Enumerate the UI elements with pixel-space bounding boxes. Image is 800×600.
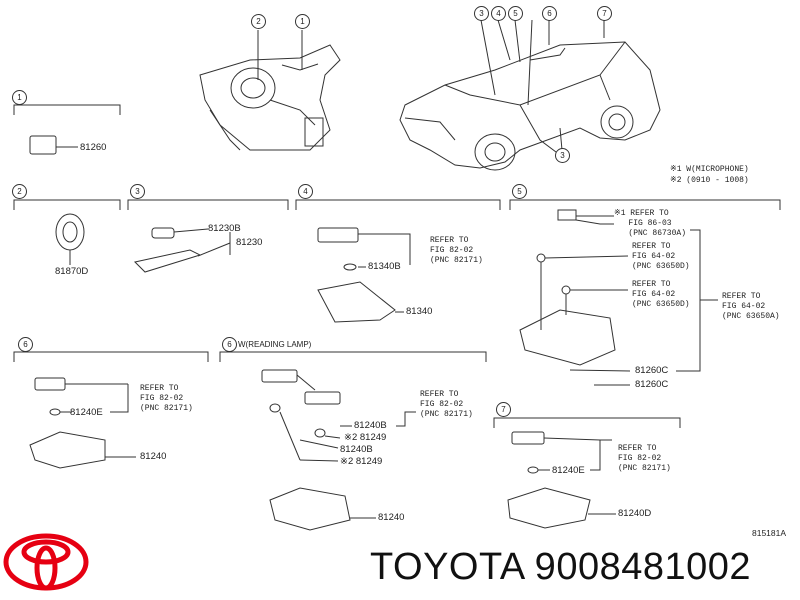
section-7-number: 7 bbox=[496, 402, 511, 417]
part-81240B-b: 81240B bbox=[340, 444, 373, 455]
section-6b-title: W(READING LAMP) bbox=[238, 340, 312, 349]
part-81230B: 81230B bbox=[208, 223, 241, 234]
refer-s5-4: REFER TO FIG 64-02 (PNC 63650A) bbox=[722, 292, 780, 321]
brand-part-number: TOYOTA 9008481002 bbox=[370, 546, 752, 588]
part-81240-s6a: 81240 bbox=[140, 451, 167, 462]
note-date-range: ※2 (0910 - 1008) bbox=[670, 176, 749, 185]
part-81260: 81260 bbox=[80, 142, 107, 153]
section-5-number: 5 bbox=[512, 184, 527, 199]
part-81230: 81230 bbox=[236, 237, 263, 248]
dashboard-illustration bbox=[200, 45, 340, 150]
part-81240D: 81240D bbox=[618, 508, 652, 519]
part-81240-s6b: 81240 bbox=[378, 512, 405, 523]
callout-7: 7 bbox=[597, 6, 612, 21]
refer-s5-3: REFER TO FIG 64-02 (PNC 63650D) bbox=[632, 280, 690, 309]
callout-3: 3 bbox=[474, 6, 489, 21]
refer-s5-2: REFER TO FIG 64-02 (PNC 63650D) bbox=[632, 242, 690, 271]
part-81260C-b: 81260C bbox=[635, 379, 669, 390]
refer-s6b: REFER TO FIG 82-02 (PNC 82171) bbox=[420, 390, 473, 419]
toyota-logo bbox=[6, 536, 86, 588]
refer-s5-1: ※1 REFER TO FIG 86-03 (PNC 86730A) bbox=[614, 209, 687, 238]
note-microphone: ※1 W(MICROPHONE) bbox=[670, 165, 749, 174]
refer-s4: REFER TO FIG 82-02 (PNC 82171) bbox=[430, 236, 483, 265]
callout-5: 5 bbox=[508, 6, 523, 21]
section-4-number: 4 bbox=[298, 184, 313, 199]
refer-s7: REFER TO FIG 82-02 (PNC 82171) bbox=[618, 444, 671, 473]
callout-1: 1 bbox=[295, 14, 310, 29]
part-81249-b: ※2 81249 bbox=[340, 456, 383, 467]
callout-4: 4 bbox=[491, 6, 506, 21]
part-81260C-a: 81260C bbox=[635, 365, 669, 376]
section-2-number: 2 bbox=[12, 184, 27, 199]
part-81340: 81340 bbox=[406, 306, 433, 317]
part-81249-a: ※2 81249 bbox=[344, 432, 387, 443]
part-81240E-s6a: 81240E bbox=[70, 407, 103, 418]
section-3-number: 3 bbox=[130, 184, 145, 199]
callout-2: 2 bbox=[251, 14, 266, 29]
vehicle-illustration bbox=[400, 42, 660, 170]
section-1-number: 1 bbox=[12, 90, 27, 105]
callout-3-lower: 3 bbox=[555, 148, 570, 163]
part-81240E-s7: 81240E bbox=[552, 465, 585, 476]
part-81240B-a: 81240B bbox=[354, 420, 387, 431]
part-81340B: 81340B bbox=[368, 261, 401, 272]
part-81870D: 81870D bbox=[55, 266, 89, 277]
section-6b-number: 6 bbox=[222, 337, 237, 352]
figure-id: 815181A bbox=[752, 528, 787, 538]
callout-6: 6 bbox=[542, 6, 557, 21]
refer-s6a: REFER TO FIG 82-02 (PNC 82171) bbox=[140, 384, 193, 413]
section-6a-number: 6 bbox=[18, 337, 33, 352]
